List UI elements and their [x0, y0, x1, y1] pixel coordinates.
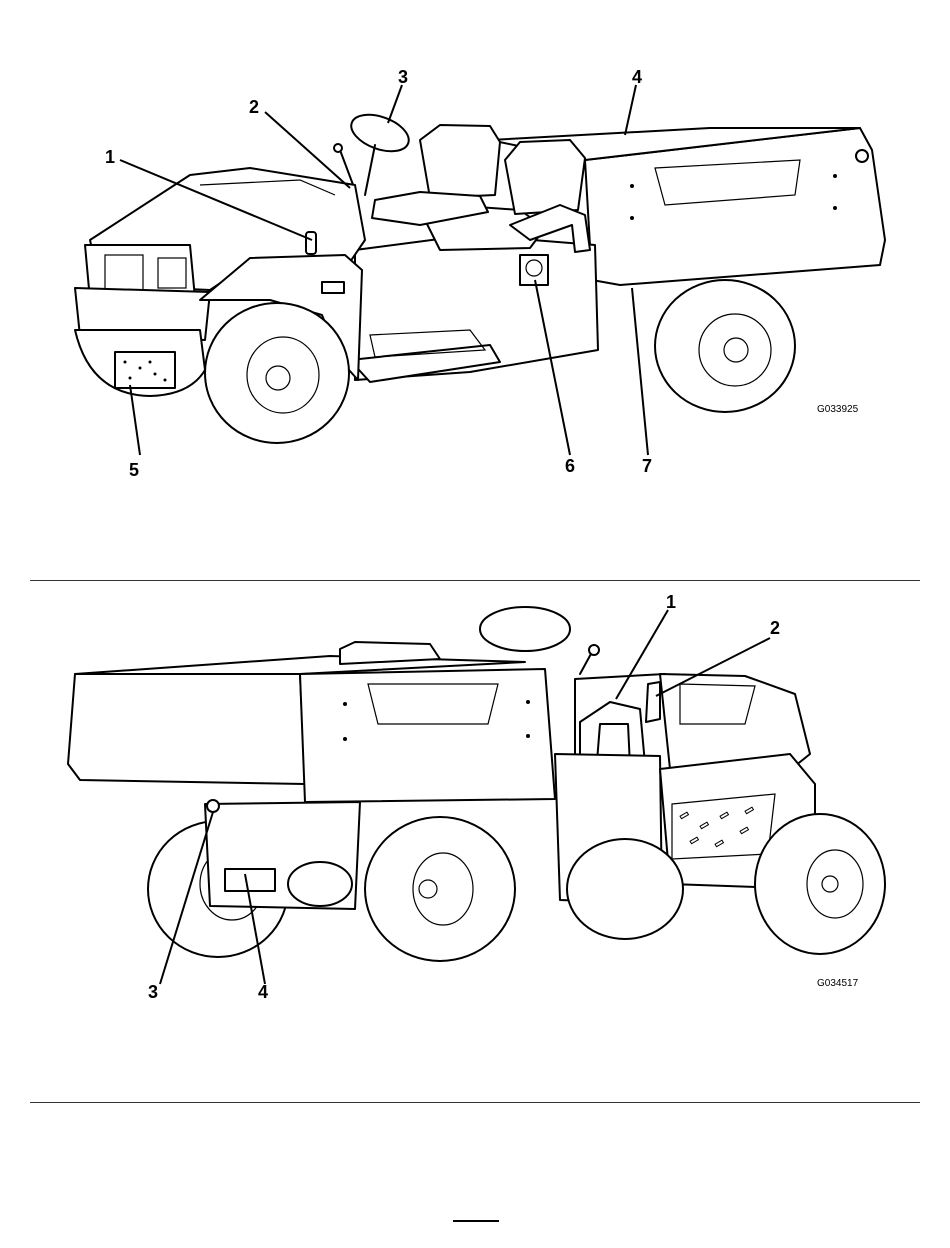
callout-1: 1 — [105, 147, 115, 167]
transaxle — [288, 862, 352, 906]
callout-2: 2 — [770, 618, 780, 638]
hood-latch — [306, 232, 316, 254]
section-divider — [30, 1102, 920, 1103]
page-number-line — [453, 1220, 499, 1222]
utility-vehicle-right-side-drawing: 1 2 3 4 5 6 7 G033925 — [0, 0, 950, 520]
bed-tailgate — [68, 674, 305, 784]
steering-wheel — [480, 607, 570, 651]
figure-id: G033925 — [817, 404, 859, 415]
callout-2: 2 — [249, 97, 259, 117]
hitch-point — [207, 800, 219, 812]
figure-id: G034517 — [817, 978, 859, 989]
front-left-inner-wheel — [567, 839, 683, 939]
callout-1: 1 — [666, 592, 676, 612]
control-switch — [646, 682, 660, 722]
utility-vehicle-left-rear-drawing: 1 2 3 4 G034517 — [0, 584, 950, 1034]
seat-back — [340, 642, 440, 664]
rear-right-wheel — [365, 817, 515, 961]
seat-back-front — [505, 140, 585, 214]
callout-4: 4 — [258, 982, 268, 1002]
callout-6: 6 — [565, 456, 575, 476]
steering-wheel — [346, 108, 413, 159]
section-divider — [30, 580, 920, 581]
callout-3: 3 — [398, 67, 408, 87]
rear-mount — [225, 869, 275, 891]
callout-7: 7 — [642, 456, 652, 476]
figure-vehicle-right-side: 1 2 3 4 5 6 7 G033925 — [0, 0, 950, 520]
front-right-wheel — [755, 814, 885, 954]
skid-plate — [115, 352, 175, 388]
callout-5: 5 — [129, 460, 139, 480]
front-right-wheel — [205, 303, 349, 443]
bed-side-panel — [300, 669, 555, 802]
seat-back-rear — [420, 125, 500, 198]
callout-3: 3 — [148, 982, 158, 1002]
figure-vehicle-left-rear: 1 2 3 4 G034517 — [0, 584, 950, 1034]
callout-4: 4 — [632, 67, 642, 87]
